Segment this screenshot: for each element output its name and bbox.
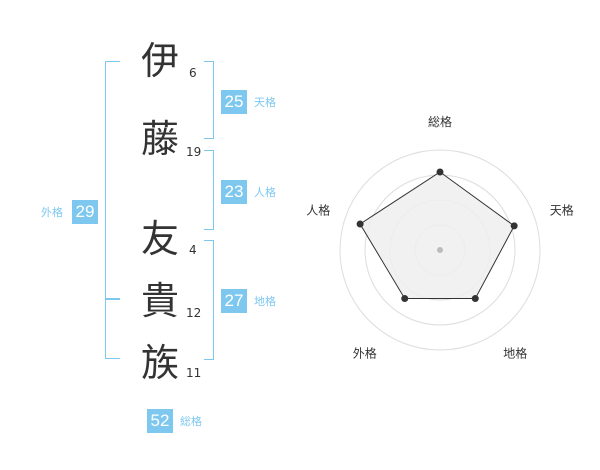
stroke-count-4: 12 bbox=[186, 306, 202, 320]
jin-kaku-label: 人格 bbox=[254, 186, 276, 199]
name-char-3: 友 bbox=[141, 217, 180, 261]
radar-axis-label: 天格 bbox=[550, 202, 574, 217]
ten-kaku-label: 天格 bbox=[254, 96, 276, 109]
radar-axis-label: 地格 bbox=[503, 346, 527, 361]
ten-kaku-value: 25 bbox=[221, 90, 247, 114]
gai-kaku-bracket bbox=[105, 61, 120, 359]
chi-kaku-value: 27 bbox=[221, 289, 247, 313]
stroke-count-1: 6 bbox=[189, 66, 197, 80]
ten-kaku-bracket bbox=[204, 61, 214, 139]
radar-axis-label: 総格 bbox=[428, 114, 452, 129]
radar-center-dot bbox=[437, 247, 443, 253]
so-kaku-value: 52 bbox=[147, 409, 173, 433]
chi-kaku-label: 地格 bbox=[254, 295, 276, 308]
name-char-2: 藤 bbox=[141, 117, 180, 161]
gai-kaku-divider bbox=[105, 298, 120, 300]
name-char-4: 貴 bbox=[141, 279, 180, 323]
name-char-1: 伊 bbox=[141, 39, 180, 83]
chi-kaku-bracket bbox=[204, 240, 214, 360]
stroke-count-3: 4 bbox=[189, 243, 197, 257]
stroke-count-5: 11 bbox=[186, 366, 202, 380]
radar-point bbox=[510, 222, 518, 230]
radar-point bbox=[436, 168, 444, 176]
radar-axis-label: 外格 bbox=[353, 346, 377, 361]
name-char-5: 族 bbox=[141, 341, 180, 385]
radar-point bbox=[471, 295, 479, 303]
so-kaku-label: 総格 bbox=[180, 415, 202, 428]
radar-point bbox=[401, 295, 409, 303]
gai-kaku-label: 外格 bbox=[41, 206, 63, 219]
gai-kaku-value: 29 bbox=[72, 200, 98, 224]
jin-kaku-value: 23 bbox=[221, 180, 247, 204]
radar-polygon bbox=[359, 171, 515, 299]
radar-ring bbox=[339, 149, 541, 351]
radar-point bbox=[356, 220, 364, 228]
stroke-count-2: 19 bbox=[186, 145, 202, 159]
radar-axis-label: 人格 bbox=[306, 202, 330, 217]
jin-kaku-bracket bbox=[204, 150, 214, 230]
